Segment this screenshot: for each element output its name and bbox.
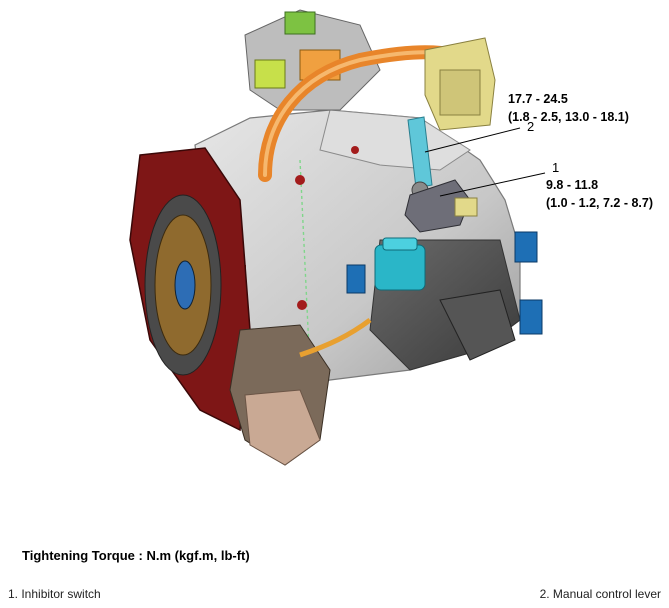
converter-housing-flange [129, 147, 251, 432]
torque-alt-units: (1.0 - 1.2, 7.2 - 8.7) [546, 196, 653, 210]
torque-value-1: 9.8 - 11.8 (1.0 - 1.2, 7.2 - 8.7) [546, 176, 653, 212]
torque-nm: 9.8 - 11.8 [546, 178, 599, 192]
legend-item-manual-control-lever: 2. Manual control lever [539, 587, 661, 601]
blue-connectors [346, 231, 543, 335]
torque-alt-units: (1.8 - 2.5, 13.0 - 18.1) [508, 110, 629, 124]
callout-number-2: 2 [527, 119, 535, 134]
transmission-illustration [129, 9, 546, 466]
leader-line-2 [424, 127, 521, 153]
callout-number-1: 1 [552, 160, 560, 175]
valve-body [229, 324, 331, 466]
torque-nm: 17.7 - 24.5 [508, 92, 568, 106]
torque-value-upper: 17.7 - 24.5 (1.8 - 2.5, 13.0 - 18.1) [508, 90, 629, 126]
lower-hose [299, 317, 372, 358]
tightening-torque-heading: Tightening Torque : N.m (kgf.m, lb-ft) [22, 548, 250, 563]
harness-connector [424, 37, 496, 131]
filter-cap [374, 237, 426, 291]
leader-line-1 [439, 172, 546, 197]
legend-item-inhibitor-switch: 1. Inhibitor switch [8, 587, 101, 601]
